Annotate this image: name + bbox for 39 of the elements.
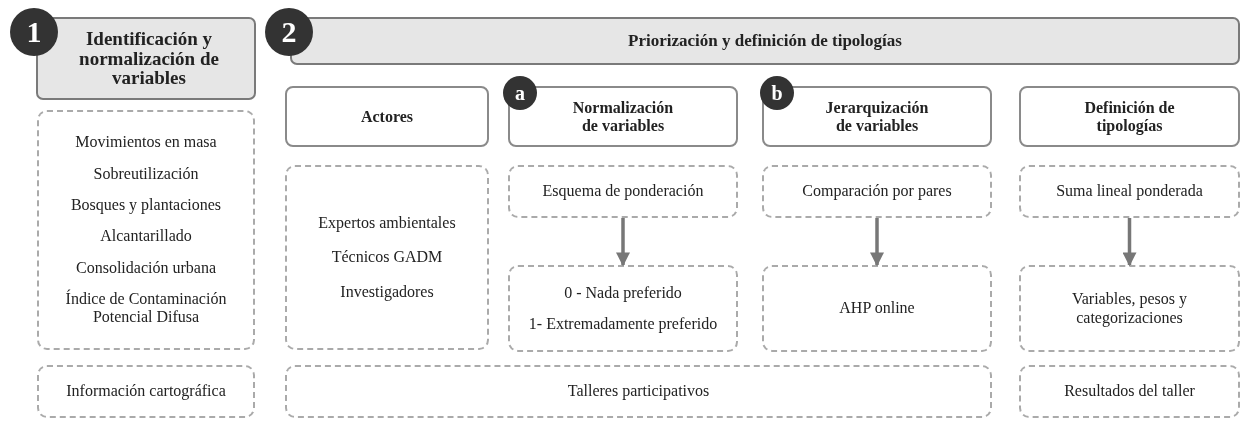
- box-text: Suma lineal ponderada: [1056, 182, 1203, 201]
- box-text: Esquema de ponderación: [542, 182, 704, 201]
- list-item: Expertos ambientales: [318, 213, 456, 233]
- box-text: Comparación por pares: [802, 182, 952, 201]
- list-item: Alcantarillado: [100, 227, 192, 246]
- box-text: Variables, pesos y categorizaciones: [1070, 290, 1189, 327]
- dashed-box: [37, 110, 255, 350]
- list-item: Sobreutilización: [93, 164, 199, 183]
- step-box: Actores: [285, 86, 489, 147]
- dashed-box: [1019, 265, 1240, 352]
- box-text: Resultados del taller: [1064, 382, 1195, 401]
- list-item: 0 - Nada preferido: [564, 284, 682, 303]
- number-badge: b: [760, 76, 794, 110]
- dashed-box: [285, 365, 992, 418]
- number-badge: a: [503, 76, 537, 110]
- list-item: Movimientos en masa: [75, 133, 217, 152]
- arrow: [616, 218, 630, 267]
- box-text: AHP online: [839, 299, 915, 318]
- dashed-box: [762, 265, 992, 352]
- dashed-box: [508, 165, 738, 218]
- list-item: Consolidación urbana: [76, 258, 216, 278]
- box-text: Talleres participativos: [567, 382, 710, 401]
- dashed-box: [508, 265, 738, 352]
- box-text: Información cartográfica: [66, 382, 226, 401]
- arrow: [870, 218, 884, 267]
- list-item: Índice de Contaminación Potencial Difusa: [64, 290, 228, 327]
- number-badge: 1: [10, 8, 58, 56]
- list-item: Bosques y plantaciones: [70, 195, 222, 215]
- number-badge: 2: [265, 8, 313, 56]
- dashed-box: [1019, 165, 1240, 218]
- dashed-box: [37, 365, 255, 418]
- list-item: 1- Extremadamente preferido: [528, 314, 718, 333]
- list-item: Investigadores: [340, 282, 434, 302]
- arrow: [1122, 218, 1137, 267]
- dashed-box: [762, 165, 992, 218]
- dashed-box: [1019, 365, 1240, 418]
- list-item: Técnicos GADM: [331, 248, 443, 267]
- step-box: Definición de tipologías: [1019, 86, 1240, 147]
- dashed-box: [285, 165, 489, 350]
